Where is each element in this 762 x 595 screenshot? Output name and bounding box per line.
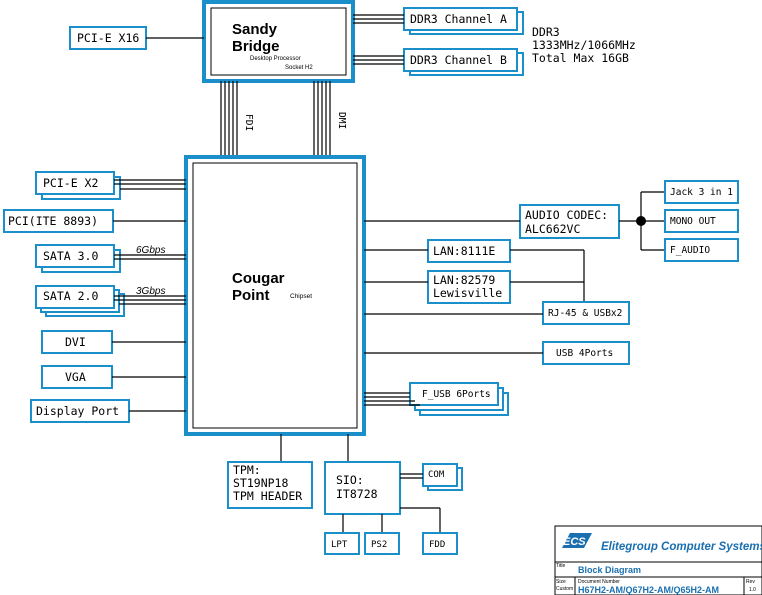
cpu-ddr-wires xyxy=(353,14,404,65)
pcie-x16-block: PCI-E X16 xyxy=(69,26,147,50)
cpu-subtitle-1: Desktop Processor xyxy=(250,56,301,62)
title-block: ECS Elitegroup Computer Systems Title Bl… xyxy=(554,525,762,595)
cpu-name-line2: Bridge xyxy=(232,38,280,55)
dvi-block: DVI xyxy=(41,330,113,354)
audio-codec-block: AUDIO CODEC: ALC662VC xyxy=(519,204,620,239)
jack-block: Jack 3 in 1 xyxy=(664,180,739,204)
mono-out-block: MONO OUT xyxy=(664,209,739,233)
tpm-line1: TPM: xyxy=(233,463,261,477)
audio-codec-line1: AUDIO CODEC: xyxy=(525,208,608,222)
lan2-line1: LAN:82579 xyxy=(433,273,495,287)
jack-label: Jack 3 in 1 xyxy=(670,187,733,198)
pci-label: PCI(ITE 8893) xyxy=(8,214,98,228)
usb4-block: USB 4Ports xyxy=(542,341,630,365)
sata3-speed-label: 6Gbps xyxy=(136,245,165,256)
rev-label: Rev xyxy=(746,579,755,585)
f-audio-label: F_AUDIO xyxy=(670,245,710,256)
f-audio-block: F_AUDIO xyxy=(664,238,739,262)
lan1-label: LAN:8111E xyxy=(433,244,495,258)
size-label: Size xyxy=(556,579,566,585)
cpu-subtitle-2: Socket H2 xyxy=(285,65,313,71)
sata2-label: SATA 2.0 xyxy=(43,289,98,303)
dmi-label: DMI xyxy=(336,112,347,129)
lan2-block: LAN:82579 Lewisville xyxy=(427,270,511,304)
fdd-block: FDD xyxy=(422,532,458,555)
sata2-speed-label: 3Gbps xyxy=(136,286,165,297)
audio-codec-line2: ALC662VC xyxy=(525,222,580,236)
ps2-label: PS2 xyxy=(371,540,387,550)
lpt-block: LPT xyxy=(324,532,360,555)
sata3-block: SATA 3.0 xyxy=(35,244,121,273)
cpu-name-line1: Sandy xyxy=(232,21,278,38)
com-label: COM xyxy=(428,470,445,480)
pch-block: Cougar Point Chipset xyxy=(184,155,366,436)
lan1-block: LAN:8111E xyxy=(427,239,511,263)
title-label: Title xyxy=(556,563,565,569)
sio-line2: IT8728 xyxy=(336,487,378,501)
ddr3-channel-b-block: DDR3 Channel B xyxy=(403,48,524,76)
displayport-block: Display Port xyxy=(30,399,130,423)
pch-subtitle: Chipset xyxy=(290,293,312,300)
sio-block: SIO: IT8728 xyxy=(324,461,401,515)
vga-label: VGA xyxy=(65,370,86,384)
fdi-label: FDI xyxy=(243,114,254,131)
lpt-label: LPT xyxy=(331,540,348,550)
sata2-block: SATA 2.0 xyxy=(35,285,125,317)
dmi-bus: DMI xyxy=(313,81,347,157)
com-block: COM xyxy=(422,463,463,491)
memory-note: DDR3 1333MHz/1066MHz Total Max 16GB xyxy=(532,25,636,65)
title-value: Block Diagram xyxy=(578,565,641,575)
docnum-value: H67H2-AM/Q67H2-AM/Q65H2-AM xyxy=(578,585,719,595)
tpm-block: TPM: ST19NP18 TPM HEADER xyxy=(227,461,313,509)
ps2-block: PS2 xyxy=(364,532,400,555)
memory-note-line2: 1333MHz/1066MHz xyxy=(532,38,636,52)
rev-value: 1.0 xyxy=(749,587,756,593)
dvi-label: DVI xyxy=(65,335,86,349)
ecs-logo: ECS xyxy=(562,533,592,548)
rj45-block: RJ-45 & USBx2 xyxy=(542,301,630,325)
cpu-block: Sandy Bridge Desktop Processor Socket H2 xyxy=(202,0,355,83)
sio-fanout xyxy=(342,507,441,533)
pcie-x16-label: PCI-E X16 xyxy=(77,31,139,45)
sata3-label: SATA 3.0 xyxy=(43,249,98,263)
ddr3-channel-a-block: DDR3 Channel A xyxy=(403,7,524,35)
company-name: Elitegroup Computer Systems xyxy=(601,541,762,553)
pch-name-line1: Cougar xyxy=(232,270,285,287)
custom-label: Custom xyxy=(556,586,573,592)
fdd-label: FDD xyxy=(429,540,445,550)
tpm-line2: ST19NP18 xyxy=(233,476,288,490)
vga-block: VGA xyxy=(41,365,113,389)
pcie-x2-label: PCI-E X2 xyxy=(43,176,98,190)
displayport-label: Display Port xyxy=(36,404,119,418)
pch-name-line2: Point xyxy=(232,287,270,304)
usb4-label: USB 4Ports xyxy=(556,348,613,359)
f-usb-label: F_USB 6Ports xyxy=(422,389,491,400)
fdi-bus: FDI xyxy=(220,81,254,157)
memory-note-line1: DDR3 xyxy=(532,25,560,39)
pci-block: PCI(ITE 8893) xyxy=(3,209,114,233)
sio-line1: SIO: xyxy=(336,473,364,487)
ddr3-channel-a-label: DDR3 Channel A xyxy=(410,12,507,26)
ecs-logo-text: ECS xyxy=(563,536,586,548)
memory-note-line3: Total Max 16GB xyxy=(532,51,629,65)
mono-out-label: MONO OUT xyxy=(670,216,716,227)
tpm-line3: TPM HEADER xyxy=(233,489,302,503)
pcie-x2-block: PCI-E X2 xyxy=(35,171,121,200)
f-usb-block: F_USB 6Ports xyxy=(409,382,509,416)
ddr3-channel-b-label: DDR3 Channel B xyxy=(410,53,507,67)
lan2-line2: Lewisville xyxy=(433,286,502,300)
rj45-label: RJ-45 & USBx2 xyxy=(548,308,622,319)
docnum-label: Document Number xyxy=(578,579,620,585)
